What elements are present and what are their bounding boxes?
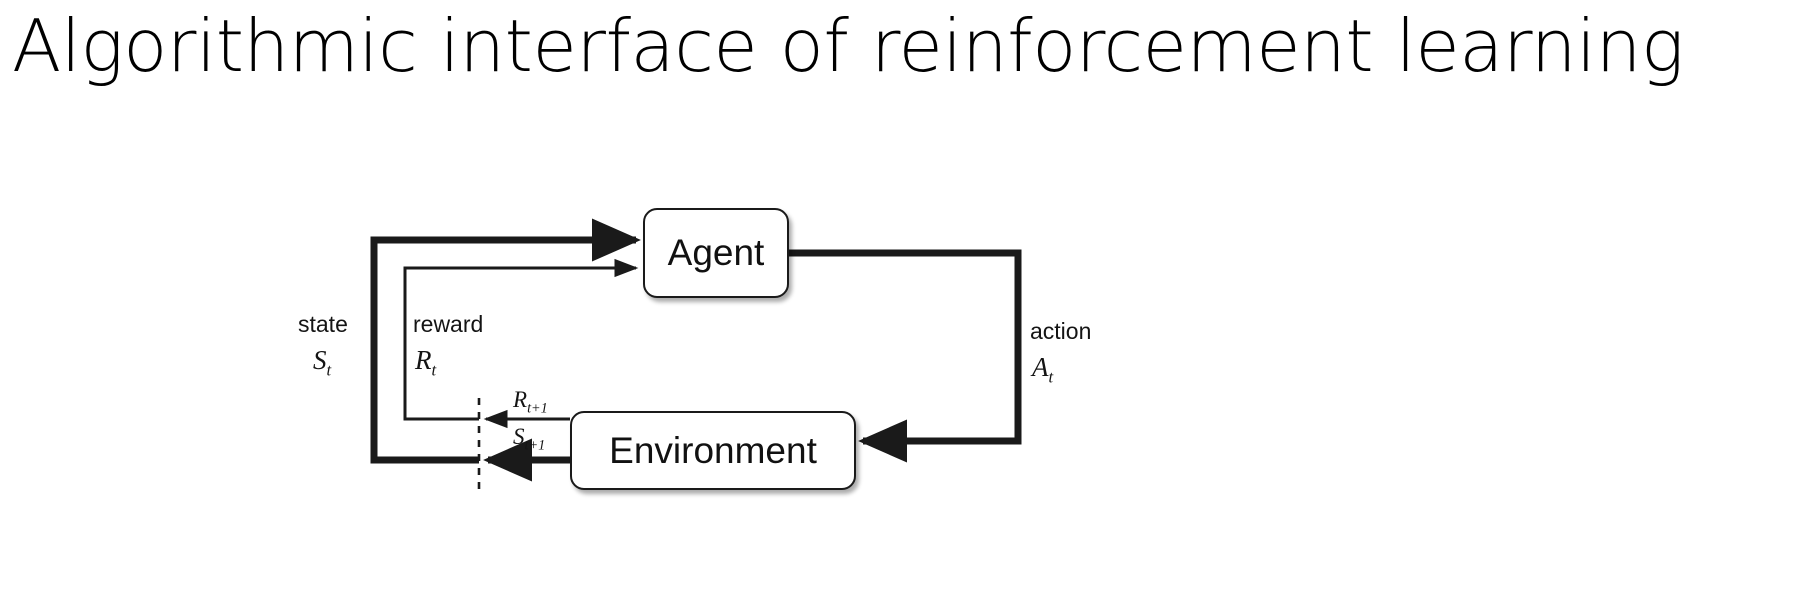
label-reward-symbol-subscript: t xyxy=(431,360,437,380)
edge-state-to-agent xyxy=(370,218,641,464)
label-state-symbol-base: S xyxy=(313,345,327,375)
label-reward: reward xyxy=(413,311,484,337)
node-environment: Environment xyxy=(570,411,856,490)
label-state-symbol: St xyxy=(313,345,331,380)
label-action-symbol: At xyxy=(1032,352,1053,387)
page-title: Algorithmic interface of reinforcement l… xyxy=(12,4,1684,88)
label-next-state-symbol-subscript: t+1 xyxy=(524,437,546,454)
node-agent-label: Agent xyxy=(667,232,765,273)
edge-reward-to-agent xyxy=(403,258,639,421)
label-reward-symbol-base: R xyxy=(415,345,432,375)
label-state: state xyxy=(298,311,348,337)
label-reward-symbol: Rt xyxy=(415,345,436,380)
label-next-reward-symbol: Rt+1 xyxy=(513,387,548,418)
label-action-symbol-base: A xyxy=(1032,352,1049,382)
node-agent: Agent xyxy=(643,208,789,298)
label-next-state-symbol: St+1 xyxy=(513,424,545,455)
label-next-state-symbol-base: S xyxy=(513,424,525,449)
label-action: action xyxy=(1030,318,1092,344)
edge-action-to-environment xyxy=(789,249,1022,463)
label-next-reward-symbol-base: R xyxy=(513,387,528,412)
label-next-reward-symbol-subscript: t+1 xyxy=(527,400,548,417)
node-environment-label: Environment xyxy=(609,429,817,471)
label-state-symbol-subscript: t xyxy=(326,360,332,380)
label-action-symbol-subscript: t xyxy=(1048,367,1054,387)
